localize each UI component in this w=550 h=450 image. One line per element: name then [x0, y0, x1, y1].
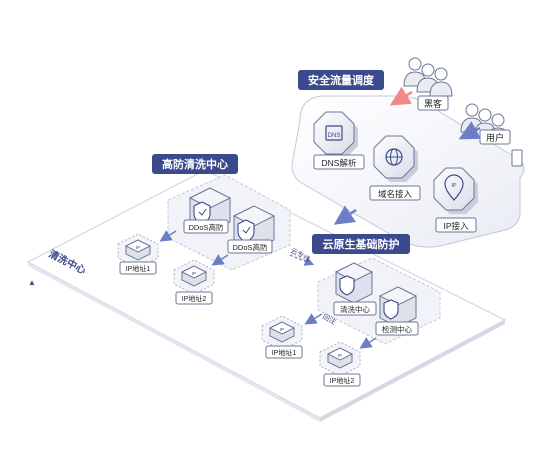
- ddos-to-ip1-arrow: [159, 230, 177, 242]
- ip-1-label: IP地址1: [126, 264, 151, 273]
- high-defense-tag: 高防清洗中心: [152, 154, 238, 174]
- shield-icon: [237, 219, 255, 243]
- traffic-scheduling-tag: 安全流量调度: [298, 70, 384, 90]
- hacker-label-box: [417, 95, 449, 111]
- schedule-to-protection-arrow: [333, 205, 357, 225]
- ip-server-1b: IP: [261, 315, 303, 351]
- dedicated-line-arrow: [289, 254, 315, 266]
- user-label: 用户: [486, 132, 504, 143]
- domain-access-label: 域名接入: [378, 189, 413, 199]
- ip-1b-label: IP地址1: [272, 348, 297, 357]
- scrub-center-label-box: [333, 301, 377, 316]
- ip-chip-icon: IP: [338, 353, 342, 358]
- ip-chip-icon: IP: [192, 271, 196, 276]
- detect-center-server: [378, 286, 418, 328]
- globe-icon: [385, 148, 403, 166]
- traffic-scheduling-title: 安全流量调度: [308, 73, 375, 87]
- ip-2-label: IP地址2: [182, 294, 207, 303]
- detect-center-label-box: [375, 321, 419, 336]
- cloud-native-title: 云原生基础防护: [323, 237, 400, 251]
- high-defense-title: 高防清洗中心: [162, 157, 228, 171]
- device-icon: [511, 149, 523, 167]
- user-access-arrow: [458, 121, 481, 140]
- ip-2b-label-box: [323, 373, 361, 387]
- ddos-server-2: [232, 205, 276, 251]
- ip-access-node: IP: [433, 167, 478, 214]
- location-pin-icon: IP: [444, 174, 464, 201]
- shield-icon: [339, 275, 355, 296]
- svg-text:DNS: DNS: [328, 133, 341, 139]
- domain-access-node: [373, 135, 418, 182]
- scrub-center-server: [334, 262, 374, 304]
- svg-text:IP: IP: [451, 183, 457, 189]
- scrubbing-platform: [26, 169, 507, 422]
- scrub-to-ip1-arrow: [304, 313, 323, 325]
- ip-access-label-box: [435, 217, 477, 233]
- cloud-native-tag: 云原生基础防护: [312, 234, 410, 254]
- ip-1-label-box: [119, 261, 157, 275]
- dns-node: DNS: [313, 111, 358, 158]
- ip-1b-label-box: [265, 345, 303, 359]
- ip-2b-label: IP地址2: [330, 376, 355, 385]
- ddos-to-ip2-arrow: [211, 254, 229, 266]
- ip-server-2: IP: [173, 259, 215, 295]
- ddos-1-label-box: [183, 219, 229, 234]
- ddos-1-label: DDoS高防: [188, 222, 224, 232]
- shield-icon: [383, 299, 399, 320]
- domain-access-label-box: [369, 185, 421, 201]
- scrubbing-zone-marker: ▲: [28, 278, 36, 287]
- scrub-center-label: 清洗中心: [340, 304, 370, 314]
- detect-to-ip2-arrow: [359, 337, 377, 349]
- ip-server-1: IP: [117, 233, 159, 269]
- ip-chip-icon: IP: [136, 245, 140, 250]
- ddos-2-label-box: [227, 239, 273, 254]
- dns-label: DNS解析: [322, 158, 357, 168]
- ip-2-label-box: [175, 291, 213, 305]
- detect-center-label: 检测中心: [382, 324, 412, 334]
- ip-access-label: IP接入: [443, 221, 469, 231]
- dns-label-box: [313, 154, 365, 170]
- hacker-group-icon: [403, 57, 453, 97]
- hacker-label: 黑客: [424, 98, 442, 109]
- ip-chip-icon: IP: [280, 327, 284, 332]
- ip-server-2b: IP: [319, 341, 361, 377]
- dns-icon: DNS: [325, 125, 343, 141]
- hacker-attack-arrow: [389, 86, 413, 106]
- ddos-2-label: DDoS高防: [232, 242, 268, 252]
